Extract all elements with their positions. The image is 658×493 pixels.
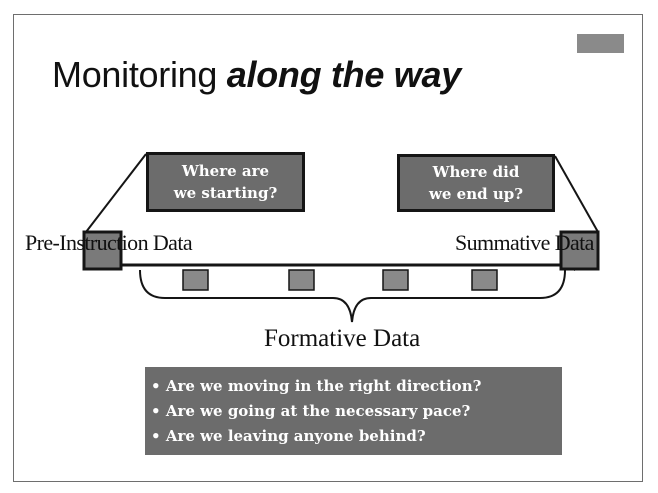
list-item: • Are we moving in the right direction? (151, 374, 562, 399)
formative-checkpoint-2 (288, 269, 315, 291)
slide-title: Monitoring along the way (52, 54, 461, 96)
left-connector-line (85, 153, 147, 233)
starting-question-text: Where are we starting? (173, 162, 278, 202)
bullet-text: Are we moving in the right direction? (165, 377, 482, 395)
formative-brace (139, 269, 566, 323)
summative-label: Summative Data (455, 230, 594, 255)
bullet-text: Are we leaving anyone behind? (165, 427, 426, 445)
bullet-glyph: • (151, 402, 161, 420)
ending-question-text: Where did we end up? (428, 163, 524, 203)
ending-question-box: Where did we end up? (397, 154, 555, 212)
title-emphasis: along the way (226, 54, 461, 95)
bullet-glyph: • (151, 377, 161, 395)
list-item: • Are we leaving anyone behind? (151, 424, 562, 449)
corner-tag (577, 34, 624, 53)
title-plain: Monitoring (52, 54, 227, 95)
formative-checkpoint-3 (382, 269, 409, 291)
summative-marker (559, 230, 600, 271)
bullet-glyph: • (151, 427, 161, 445)
right-connector-line (554, 155, 599, 233)
formative-label: Formative Data (264, 325, 421, 352)
pre-instruction-label: Pre-Instruction Data (25, 230, 193, 255)
questions-list: • Are we moving in the right direction? … (145, 367, 562, 455)
list-item: • Are we going at the necessary pace? (151, 399, 562, 424)
bullet-text: Are we going at the necessary pace? (165, 402, 471, 420)
formative-checkpoint-1 (182, 269, 209, 291)
formative-checkpoint-4 (471, 269, 498, 291)
pre-instruction-marker (82, 230, 123, 271)
starting-question-box: Where are we starting? (146, 152, 305, 212)
